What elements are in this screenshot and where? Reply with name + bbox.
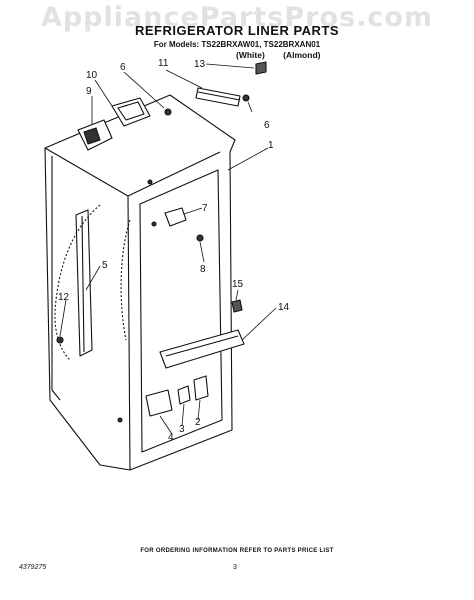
part-10-cover [111, 97, 151, 127]
callout-12: 12 [58, 292, 70, 303]
callout-13: 13 [194, 59, 206, 70]
part-3-clip [177, 385, 191, 405]
model-numbers: For Models: TS22BRXAW01, TS22BRXAN01 [153, 40, 321, 49]
part-2-bracket [193, 375, 209, 401]
callout-6-right: 6 [264, 120, 270, 131]
part-13-clip [255, 61, 267, 75]
part-4-bracket [145, 389, 173, 417]
screw-6-right [242, 94, 250, 102]
callout-15: 15 [232, 279, 244, 290]
callout-3: 3 [179, 424, 185, 435]
callout-14: 14 [278, 302, 290, 313]
variant-white: (White) [236, 50, 265, 60]
callout-7: 7 [202, 203, 208, 214]
page-number: 3 [233, 564, 237, 571]
liner-outline [44, 94, 236, 471]
color-variants: (White) (Almond) [236, 50, 336, 60]
page-title: REFRIGERATOR LINER PARTS [134, 23, 340, 38]
screw-12 [56, 336, 64, 344]
screw-8 [196, 234, 204, 242]
document-number: 4379275 [19, 564, 47, 571]
callout-5: 5 [102, 260, 108, 271]
variant-almond: (Almond) [283, 50, 321, 60]
part-14-shelf [159, 329, 245, 369]
part-11-rail [195, 87, 241, 107]
liner-side-flange [51, 156, 61, 401]
callout-4: 4 [168, 432, 174, 443]
side-channel [75, 209, 93, 357]
ordering-note: FOR ORDERING INFORMATION REFER TO PARTS … [140, 548, 334, 554]
callout-11: 11 [158, 58, 169, 69]
part-15-clip [231, 299, 243, 313]
part-7-bracket [164, 207, 187, 227]
callout-10: 10 [86, 70, 98, 81]
watermark: AppliancePartsPros.com [40, 2, 434, 33]
callout-6-top: 6 [120, 62, 126, 73]
callout-1: 1 [268, 140, 274, 151]
callout-8: 8 [200, 264, 206, 275]
liner-front-edge [127, 195, 131, 471]
callout-2: 2 [195, 417, 201, 428]
callout-9: 9 [86, 86, 92, 97]
liner-inner-face [139, 169, 223, 453]
screw-6-left [164, 108, 172, 116]
